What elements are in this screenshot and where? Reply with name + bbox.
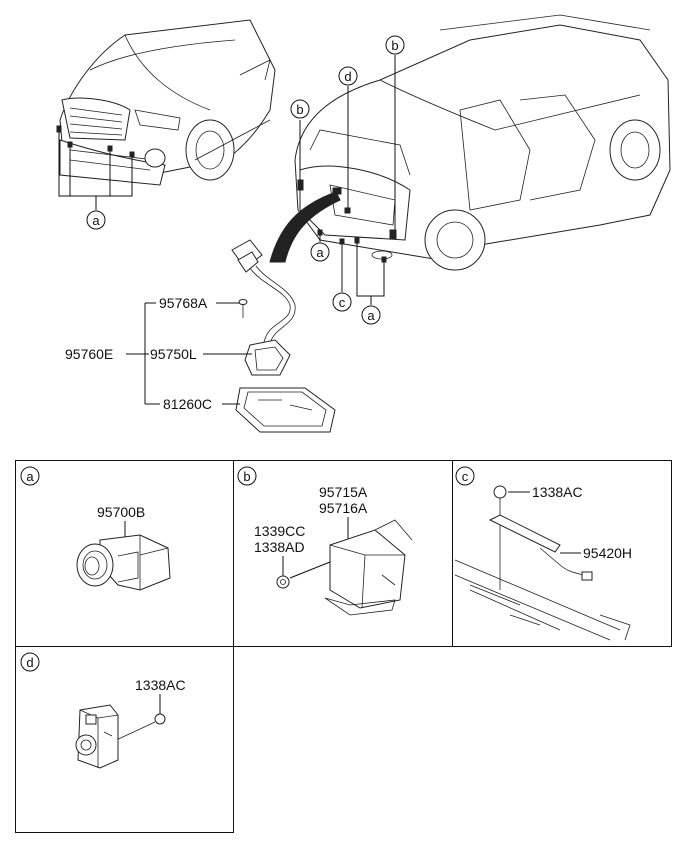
callout-a-rear-left bbox=[310, 242, 330, 262]
panel-c-part2-label: 95420H bbox=[583, 545, 632, 561]
panel-b-part2-label: 95716A bbox=[319, 500, 368, 516]
panel-b-part3-label: 1339CC bbox=[254, 523, 305, 539]
callout-a-rear-right-label: a bbox=[367, 308, 375, 323]
panel-b-part4-label: 1338AD bbox=[254, 539, 305, 555]
callout-c-rear bbox=[332, 292, 352, 312]
panel-b-marker bbox=[237, 466, 257, 486]
panel-d-marker-label: d bbox=[26, 655, 33, 670]
callout-a-front-label: a bbox=[92, 213, 100, 228]
panel-c: c 1338AC 95420H bbox=[454, 466, 632, 641]
radar-module-illustration bbox=[324, 519, 413, 616]
part-label-bolt: 95768A bbox=[159, 295, 208, 311]
panel-c-marker bbox=[455, 466, 475, 486]
callout-b-rear-left-label: b bbox=[296, 102, 303, 117]
callout-b-rear-left bbox=[290, 99, 310, 119]
leader-assembly-bracket bbox=[126, 302, 160, 405]
panel-b-part1-label: 95715A bbox=[319, 484, 368, 500]
callout-a-rear-left-label: a bbox=[316, 245, 324, 260]
front-vehicle-illustration bbox=[56, 19, 276, 210]
callout-b-rear-right bbox=[385, 35, 405, 55]
panel-a-marker-label: a bbox=[26, 469, 34, 484]
panel-b: b 95715A 95716A 1339CC 1338AD bbox=[237, 466, 413, 616]
panel-d: d 1338AC bbox=[20, 652, 186, 769]
callout-c-rear-label: c bbox=[339, 295, 346, 310]
panel-c-marker-label: c bbox=[462, 469, 469, 484]
rear-vehicle-illustration bbox=[269, 14, 671, 305]
panel-a: a 95700B bbox=[20, 466, 171, 591]
panel-d-marker bbox=[20, 652, 40, 672]
panel-d-part1-label: 1338AC bbox=[135, 677, 186, 693]
nut-icon bbox=[276, 575, 290, 589]
callout-b-rear-right-label: b bbox=[391, 38, 398, 53]
antenna-bracket-illustration bbox=[454, 514, 631, 641]
part-label-assembly: 95760E bbox=[65, 346, 113, 362]
callout-a-rear-right bbox=[361, 305, 381, 325]
panel-a-marker bbox=[20, 466, 40, 486]
panel-b-marker-label: b bbox=[243, 469, 250, 484]
panel-b-leader-nut-line bbox=[289, 559, 336, 579]
bracket-module-illustration bbox=[75, 704, 119, 769]
part-label-housing: 81260C bbox=[163, 396, 212, 412]
detail-panels-frame bbox=[15, 460, 672, 833]
callout-d-rear bbox=[338, 66, 358, 86]
callout-a-front bbox=[86, 210, 106, 230]
parking-sensor-illustration bbox=[76, 534, 171, 591]
panel-c-part1-label: 1338AC bbox=[532, 484, 583, 500]
camera-assembly-illustration bbox=[231, 239, 336, 433]
nut-icon bbox=[154, 713, 166, 725]
panel-a-part-label: 95700B bbox=[97, 504, 145, 520]
callout-d-rear-label: d bbox=[344, 69, 351, 84]
nut-icon bbox=[493, 485, 507, 499]
part-label-camera: 95750L bbox=[150, 346, 197, 362]
